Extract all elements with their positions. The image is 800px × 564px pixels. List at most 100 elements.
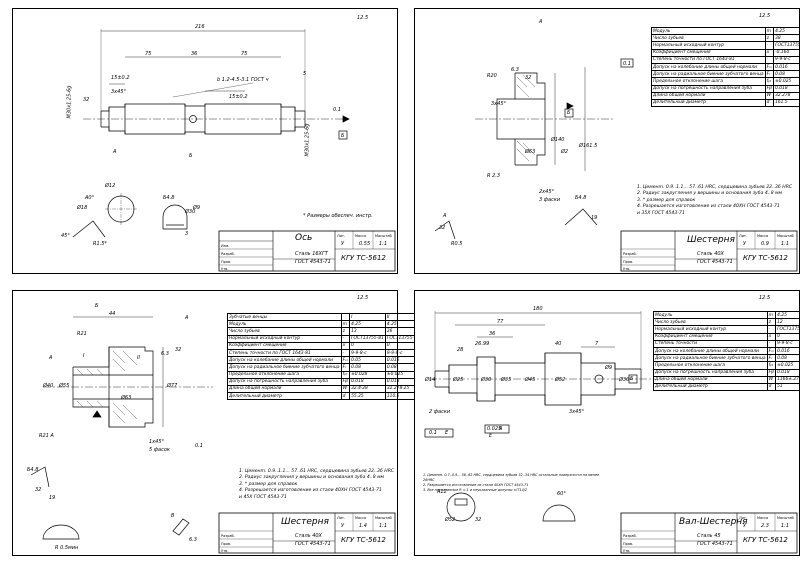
params-cell: Предельное отклонение шага (227, 370, 342, 379)
part-title: Шестерня (281, 517, 329, 527)
stamp-label-razrab: Разраб. (221, 252, 235, 256)
params-cell: 0 (775, 332, 800, 341)
stamp-label-masshtab: Масштаб (375, 516, 392, 520)
dimension: 26.99 (475, 341, 490, 347)
params-cell: Длина общей нормали (227, 384, 342, 394)
params-cell: 13 (349, 327, 386, 336)
drawing-code: КГУ ТС-5612 (743, 254, 788, 262)
datum-label: Б (630, 376, 634, 382)
lit-value: У (341, 241, 345, 247)
stamp-label-utv: Утв. (221, 267, 229, 271)
params-cell: 0.016 (773, 62, 800, 72)
params-cell: Допуск на погрешность направления зуба (227, 377, 342, 386)
params-cell: 0.018 (775, 368, 800, 377)
params-cell: z (766, 318, 777, 327)
params-cell: 4.25 (775, 310, 800, 320)
params-cell: 161.5 (773, 98, 800, 108)
roughness-mark: 12.5 (357, 295, 369, 301)
dimension: Ø55 (59, 383, 70, 389)
params-cell: Fᵥᵣ (340, 356, 351, 365)
dimension: R 2.3 (487, 173, 501, 179)
scale-value: 2.3 (761, 523, 769, 529)
dimension: R21 А (39, 433, 54, 439)
params-cell: ГОСТ13755-81 (773, 41, 800, 50)
params-row: Нормальный исходный контур-ГОСТ13755-81 (651, 41, 800, 50)
dimension: Ø9 (193, 205, 201, 211)
params-cell: Fᵣ (764, 70, 775, 79)
dimension: 75 (241, 51, 248, 57)
dimension: 15±0.2 (229, 94, 248, 100)
params-cell: 4.25 (349, 320, 386, 329)
params-cell: fₚₜ (764, 77, 775, 86)
dimension: 19 (591, 215, 598, 221)
params-cell: Допуск на радиальное биение зубчатого ве… (227, 363, 342, 372)
dimension: 6.3 (511, 67, 519, 73)
stamp-label-prov: Пров. (221, 260, 232, 264)
dimension: Ø14 (425, 377, 436, 383)
params-cell: Число зубьев (651, 34, 766, 43)
note-line: 1. Цеменm. 0.9..1.1... 57..61 HRC, сердц… (637, 185, 793, 190)
params-cell: - (340, 348, 351, 358)
material-line-1: Сталь 40Х (295, 533, 322, 539)
params-cell: 1166±.27 (775, 375, 800, 384)
params-cell: Модуль (227, 320, 342, 329)
params-cell: Нормальный исходный контур (651, 41, 766, 50)
section-label: А (539, 19, 543, 25)
params-cell: W (340, 384, 351, 394)
params-cell: Нормальный исходный контур (227, 334, 342, 343)
params-cell: x (766, 332, 777, 341)
params-cell: Модуль (651, 26, 766, 36)
dimension: 15±0.2 (111, 75, 130, 81)
scale-value-2: 1:1 (781, 523, 790, 529)
dimension: 0.1 (623, 61, 631, 67)
params-cell: fₚₜ (340, 370, 351, 379)
dimension: 3x45° (569, 409, 585, 415)
note-line: 3. * размер для справок (239, 481, 298, 487)
material-line-2: ГОСТ 4543-71 (697, 541, 733, 547)
params-cell: Допуск на радиальное биение зубчатого ве… (651, 70, 766, 79)
note-line: 3. Все неуказанные R ≈ 1 и неуказанные д… (423, 488, 528, 492)
stamp-label-massa: Масса (355, 516, 367, 520)
stamp-label-masshtab: Масштаб (375, 234, 392, 238)
params-cell: Fᵣ (766, 354, 777, 363)
dimension: Ø161.5 (579, 143, 598, 149)
shaft-gear-drawing (424, 311, 798, 554)
params-cell: Допуск на колебание длины общей нормали (651, 62, 766, 72)
note-line: 2. Разрешается изготовление из стали 40Х… (423, 483, 529, 487)
params-cell: Коэффициент смещения (651, 48, 766, 57)
gear-2-drawing (30, 316, 396, 554)
dimension: Ø52 (445, 517, 456, 523)
scale-value: 1.4 (359, 523, 367, 529)
stamp-label-razrab: Разраб. (623, 252, 637, 256)
params-cell: Допуск на колебание длины общей нормали (227, 356, 342, 365)
params-cell: -0.160 (773, 48, 800, 57)
params-cell: x (764, 48, 775, 57)
dimension: А (185, 315, 189, 321)
drawing-note: * Размеры обеспеч. инстр. (303, 213, 373, 219)
dimension: 32 (83, 97, 90, 103)
params-cell: Модуль (653, 310, 768, 320)
params-cell: Степень точности (653, 339, 768, 348)
params-cell: Делительный диаметр (227, 392, 342, 401)
scale-value-2: 1:1 (379, 241, 388, 247)
params-cell: Fβ (766, 368, 777, 377)
params-cell: Fᵥᵣ (766, 346, 777, 356)
params-cell: z (340, 327, 351, 336)
section-label: А12 (437, 489, 447, 495)
section-label: А (49, 355, 53, 361)
params-cell: Допуск на радиальное биение зубчатого ве… (653, 354, 768, 363)
gear-1-drawing (434, 58, 798, 272)
params-cell: Коэффициент смещения (653, 332, 768, 341)
stamp-label-massa: Масса (757, 234, 769, 238)
params-row: Допуск на радиальное биение зубчатого ве… (653, 354, 800, 363)
